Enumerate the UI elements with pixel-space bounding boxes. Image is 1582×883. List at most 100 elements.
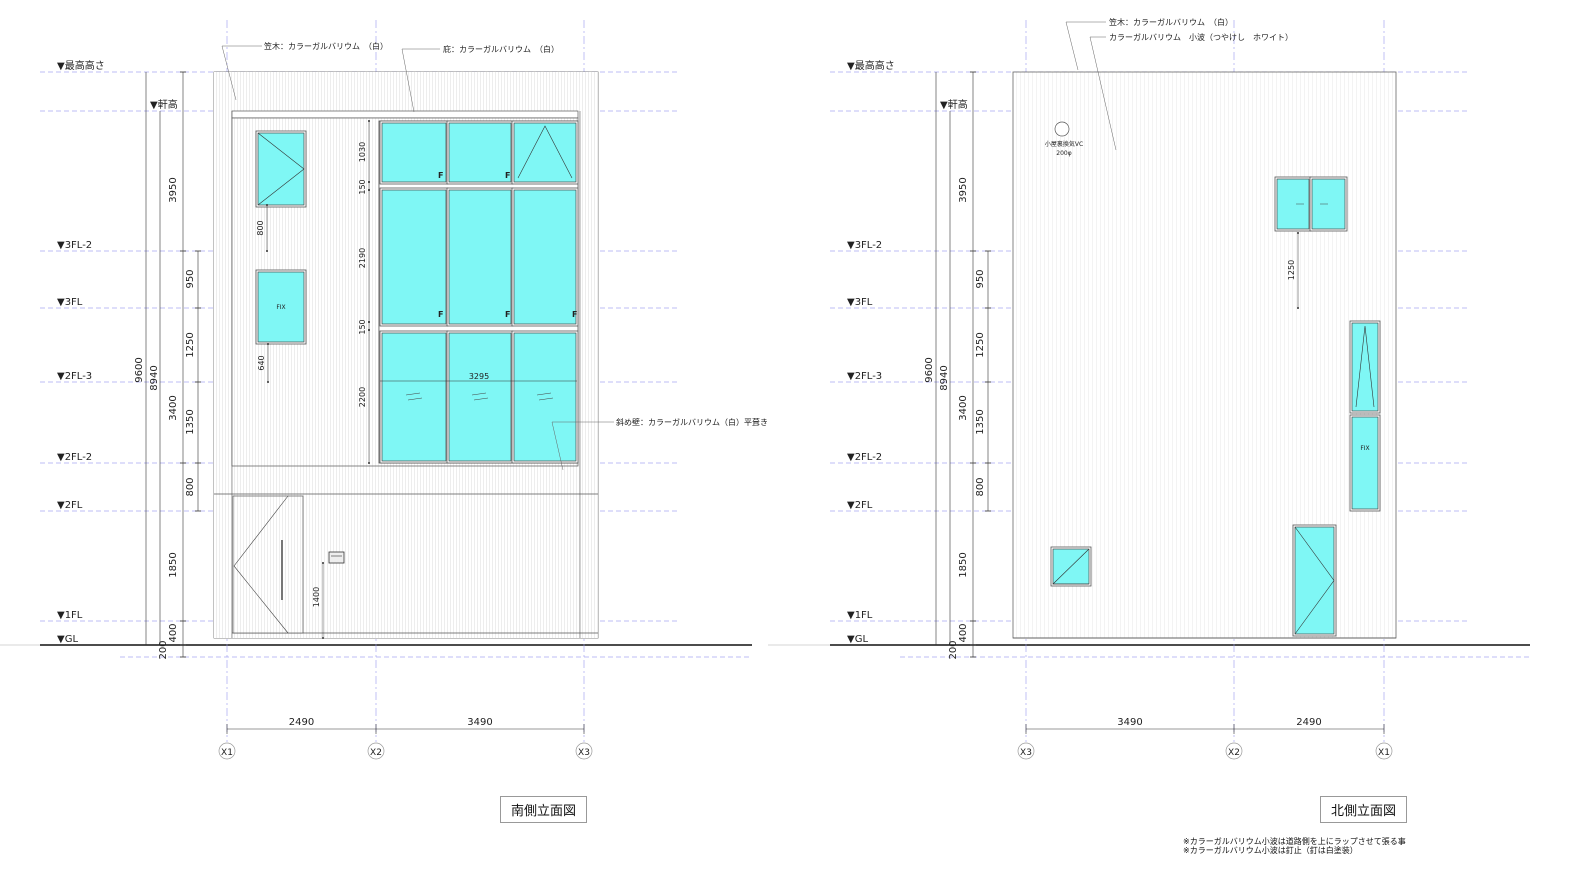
south-note-hisashi: 庇：カラーガルバリウム （白） xyxy=(443,44,559,54)
south-f-label-2: F xyxy=(438,310,443,319)
south-dim-door: 1400 xyxy=(312,587,321,607)
north-dim-1250: 1250 xyxy=(1287,260,1296,280)
north-door xyxy=(1294,526,1335,635)
dim-outer-0: 3950 xyxy=(958,177,969,202)
level-label-gl: ▼GL xyxy=(57,634,78,645)
south-dim-cwbot: 2200 xyxy=(358,387,367,407)
south-cw-pane-0-0 xyxy=(381,122,447,183)
dim-inner-3: 800 xyxy=(975,477,986,496)
south-window-fix xyxy=(257,271,305,343)
north-fix-label: FIX xyxy=(1360,445,1369,452)
level-label-3fl2: ▼3FL-2 xyxy=(847,240,882,251)
north-note-kasagi: 笠木：カラーガルバリウム （白） xyxy=(1109,17,1233,27)
south-cw-pane-1-0 xyxy=(381,189,447,325)
level-label-2fl: ▼2FL xyxy=(847,500,873,511)
south-leader-kasagi xyxy=(221,45,262,101)
dim-outer-2: 1850 xyxy=(958,552,969,577)
south-cw-pane-2-1-slide xyxy=(471,392,489,401)
south-axis-label-0: X1 xyxy=(221,748,233,758)
south-dim-cwmid: 2190 xyxy=(358,248,367,268)
south-elevation-title: 南側立面図 xyxy=(500,796,588,823)
footnote-2: ※カラーガルバリウム小波は釘止（釘は白塗装） xyxy=(1183,846,1358,855)
south-dim-cwbot-end1 xyxy=(368,329,370,331)
south-axis-bubble-0 xyxy=(218,742,236,760)
north-span-0: 3490 xyxy=(1117,717,1142,728)
south-dim-w1: 800 xyxy=(256,220,265,235)
level-label-3fl: ▼3FL xyxy=(57,297,83,308)
dim-overall-text: 9600 xyxy=(924,357,935,382)
south-dim-w2: 640 xyxy=(257,355,266,370)
south-canopy xyxy=(231,110,579,119)
dim-main-text: 8940 xyxy=(149,365,160,390)
north-window-small-diag xyxy=(1052,548,1090,585)
north-axis-label-0: X3 xyxy=(1020,748,1032,758)
south-axis-label-2: X3 xyxy=(578,748,590,758)
south-door-swing xyxy=(233,495,289,634)
south-cw-pane-2-2-slide xyxy=(536,392,554,401)
level-label-eave: ▼軒高 xyxy=(940,98,968,111)
south-cw-pane-1-2 xyxy=(513,189,577,325)
dim-outer-1: 3400 xyxy=(168,395,179,420)
level-label-1fl: ▼1FL xyxy=(57,610,83,621)
south-cw-pane-2-1 xyxy=(448,332,512,462)
dim-outer-2: 1850 xyxy=(168,552,179,577)
south-span-1: 3490 xyxy=(467,717,492,728)
north-vent-size: 200φ xyxy=(1056,150,1071,157)
level-label-2fl2: ▼2FL-2 xyxy=(57,452,92,463)
dim-outer-0: 3950 xyxy=(168,177,179,202)
north-dim-1250-end1 xyxy=(1297,232,1299,234)
level-label-3fl: ▼3FL xyxy=(847,297,873,308)
south-cw-pane-2-2 xyxy=(513,332,577,462)
south-dim-w2-end2 xyxy=(267,381,269,383)
level-label-1fl: ▼1FL xyxy=(847,610,873,621)
south-note-kasagi: 笠木：カラーガルバリウム （白） xyxy=(264,41,388,51)
south-fix-label: FIX xyxy=(276,304,285,311)
level-label-gl: ▼GL xyxy=(847,634,868,645)
dim-inner-0: 950 xyxy=(185,269,196,288)
south-dim-gap1-end1 xyxy=(368,181,370,183)
south-f-label-1: F xyxy=(505,171,510,180)
north-axis-bubble-1 xyxy=(1225,742,1243,760)
dim-inner-1: 1250 xyxy=(975,332,986,357)
south-dim-gap2-end1 xyxy=(368,321,370,323)
south-dim-w1-end1 xyxy=(266,204,268,206)
north-axis-bubble-2 xyxy=(1375,742,1393,760)
north-window-slide-l xyxy=(1276,178,1310,230)
dim-outer-3: 400 xyxy=(168,623,179,642)
north-axis-label-1: X2 xyxy=(1228,748,1240,758)
dim-overall-text: 9600 xyxy=(134,357,145,382)
south-cw-pane-0-2 xyxy=(513,122,577,183)
south-leader-slope xyxy=(551,421,614,471)
south-window-1 xyxy=(257,132,305,206)
level-label-max: ▼最高高さ xyxy=(57,59,105,72)
dim-inner-0: 950 xyxy=(975,269,986,288)
north-door-swing xyxy=(1294,526,1335,635)
dim-inner-1: 1250 xyxy=(185,332,196,357)
south-dim-w2-end1 xyxy=(267,343,269,345)
north-vent-icon xyxy=(1054,121,1070,137)
south-dim-door-end1 xyxy=(322,562,324,564)
south-dim-cwtop-end1 xyxy=(368,120,370,122)
south-f-label-0: F xyxy=(438,171,443,180)
north-dim-1250-end2 xyxy=(1297,307,1299,309)
dim-outer-4: 200 xyxy=(948,640,959,659)
south-cw-pane-0-2-tri xyxy=(517,125,573,179)
level-label-2fl2: ▼2FL-2 xyxy=(847,452,882,463)
level-label-2fl3: ▼2FL-3 xyxy=(57,371,92,382)
dim-outer-4: 200 xyxy=(158,640,169,659)
level-label-2fl: ▼2FL xyxy=(57,500,83,511)
north-window-tall xyxy=(1351,322,1379,412)
south-leader-hisashi xyxy=(401,48,440,113)
south-cw-pane-2-0 xyxy=(381,332,447,462)
south-dim-cwwidth: 3295 xyxy=(469,372,489,381)
south-axis-bubble-2 xyxy=(575,742,593,760)
south-dim-gap2: 150 xyxy=(358,319,367,334)
south-cw-pane-0-1 xyxy=(448,122,512,183)
north-leader-cladding xyxy=(1089,36,1117,151)
footnotes: ※カラーガルバリウム小波は道路側を上にラップさせて張る事 ※カラーガルバリウム小… xyxy=(1183,837,1406,855)
dim-inner-2: 1350 xyxy=(975,409,986,434)
dim-inner-3: 800 xyxy=(185,477,196,496)
south-window-1-swing xyxy=(257,132,305,206)
